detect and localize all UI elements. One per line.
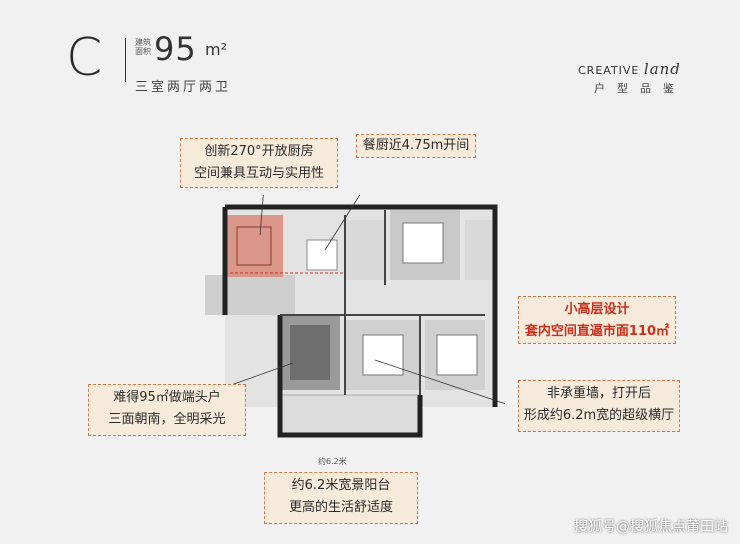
kitchen-highlight	[225, 215, 283, 277]
watermark: 搜狐号@搜狐焦点莆田站	[574, 519, 728, 535]
brand-script: land	[643, 60, 681, 78]
callout-kitchen-line1: 创新270°开放厨房	[204, 144, 314, 159]
callout-hall-line2: 形成约6.2m宽的超级横厅	[523, 408, 675, 423]
callout-endunit-line2: 三面朝南，全明采光	[108, 412, 226, 427]
callout-balcony-line2: 更高的生活舒适度	[288, 500, 393, 515]
area-label: 建筑面积	[135, 38, 151, 56]
callout-kitchen: 创新270°开放厨房 空间兼具互动与实用性	[180, 138, 338, 188]
callout-highrise-line1: 小高层设计	[564, 302, 630, 317]
callout-dining-text: 餐厨近4.75m开间	[362, 138, 470, 153]
header-divider	[125, 38, 126, 82]
floor-plan	[185, 195, 505, 438]
callout-dining: 餐厨近4.75m开间	[356, 134, 476, 158]
rooms-label: 三室两厅两卫	[135, 80, 232, 95]
callout-endunit-line1: 难得95㎡做端头户	[113, 390, 221, 405]
unit-type-letter: C	[66, 28, 103, 88]
callout-kitchen-line2: 空间兼具互动与实用性	[193, 166, 324, 181]
callout-highrise-line2: 套内空间直逼市面110㎡	[524, 324, 670, 339]
brand-text: CREATIVE	[578, 64, 640, 77]
brand-logo: CREATIVE land	[578, 60, 681, 78]
dimension-label: 约6.2米	[318, 457, 347, 466]
callout-endunit: 难得95㎡做端头户 三面朝南，全明采光	[88, 384, 246, 436]
brand-subtitle: 户型品鉴	[594, 82, 686, 95]
callout-hall-line1: 非承重墙，打开后	[546, 386, 651, 401]
callout-balcony-line1: 约6.2米宽景阳台	[291, 478, 391, 493]
callout-highrise: 小高层设计 套内空间直逼市面110㎡	[518, 296, 676, 344]
callout-balcony: 约6.2米宽景阳台 更高的生活舒适度	[264, 472, 418, 524]
area-unit: m²	[205, 40, 227, 59]
area-value: 95	[154, 30, 197, 68]
callout-hall: 非承重墙，打开后 形成约6.2m宽的超级横厅	[518, 380, 680, 432]
